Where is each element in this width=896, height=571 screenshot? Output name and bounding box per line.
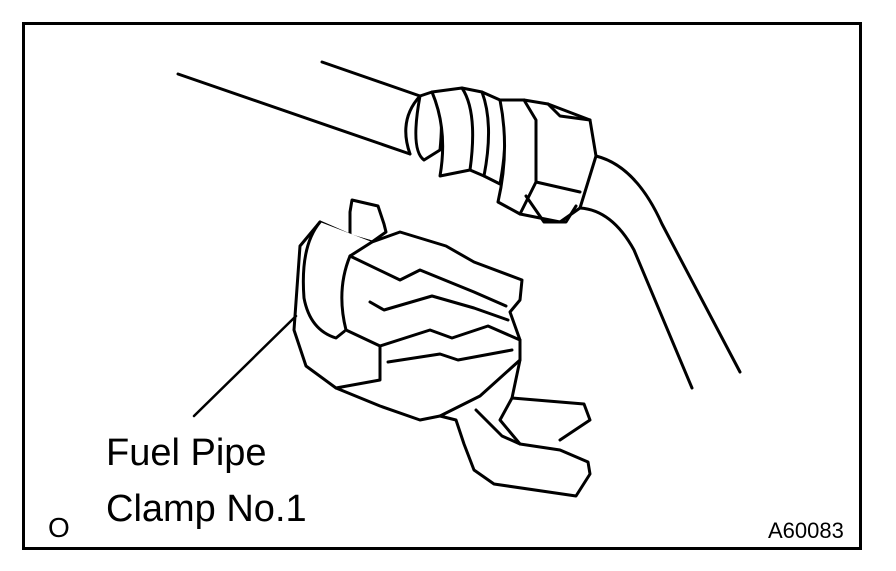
corner-mark: O (48, 512, 70, 543)
callout-label-line1: Fuel Pipe (106, 432, 267, 474)
fuel-pipe (176, 60, 422, 156)
clamp-body (292, 198, 592, 498)
callout-label-line2: Clamp No.1 (106, 488, 307, 530)
callout-leader-line (192, 314, 298, 418)
fuel-pipe-bend (578, 154, 742, 390)
pipe-connector (414, 86, 598, 224)
figure-id: A60083 (768, 518, 844, 543)
